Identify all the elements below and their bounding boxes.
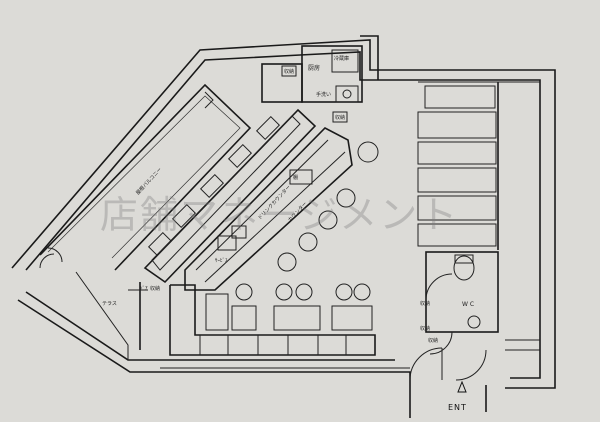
shelf-label: 棚 — [293, 174, 298, 181]
door-label: ﾄﾞｱ — [140, 285, 148, 292]
watermark: 店舗マネージメント — [100, 193, 459, 237]
balcony-doors — [39, 91, 214, 269]
wc-room — [425, 251, 499, 355]
front-counter: 棚 — [184, 127, 353, 291]
back-counter — [143, 108, 317, 284]
bar-stools — [277, 141, 379, 272]
entrance-arrow-icon — [457, 380, 467, 393]
store-label-5: 収納 — [150, 285, 160, 292]
bench-seating — [169, 284, 376, 356]
store-label-4: 収納 — [428, 337, 438, 344]
service-label: ｻｰﾋﾞｽ — [215, 257, 228, 264]
store-label-6: 収納 — [420, 300, 430, 307]
store-label-1: 収納 — [284, 68, 294, 75]
booth-seating — [417, 81, 540, 250]
kitchen-area — [261, 45, 363, 123]
refrigerator-label: 冷蔵庫 — [334, 55, 349, 62]
wc-label: W C — [462, 301, 474, 308]
terrace-label: テラス — [102, 301, 117, 307]
entrance-label: ENT — [448, 403, 467, 412]
hand-wash-label: 手洗い — [316, 91, 331, 98]
store-label-2: 収納 — [335, 114, 345, 121]
terrace-room — [128, 282, 148, 350]
entrance-doors — [409, 347, 487, 381]
kitchen-label: 厨房 — [308, 64, 320, 72]
store-label-3: 収納 — [420, 325, 430, 332]
dining-tables — [205, 283, 373, 331]
lower-lines — [160, 339, 540, 369]
exterior-walls — [11, 35, 556, 418]
